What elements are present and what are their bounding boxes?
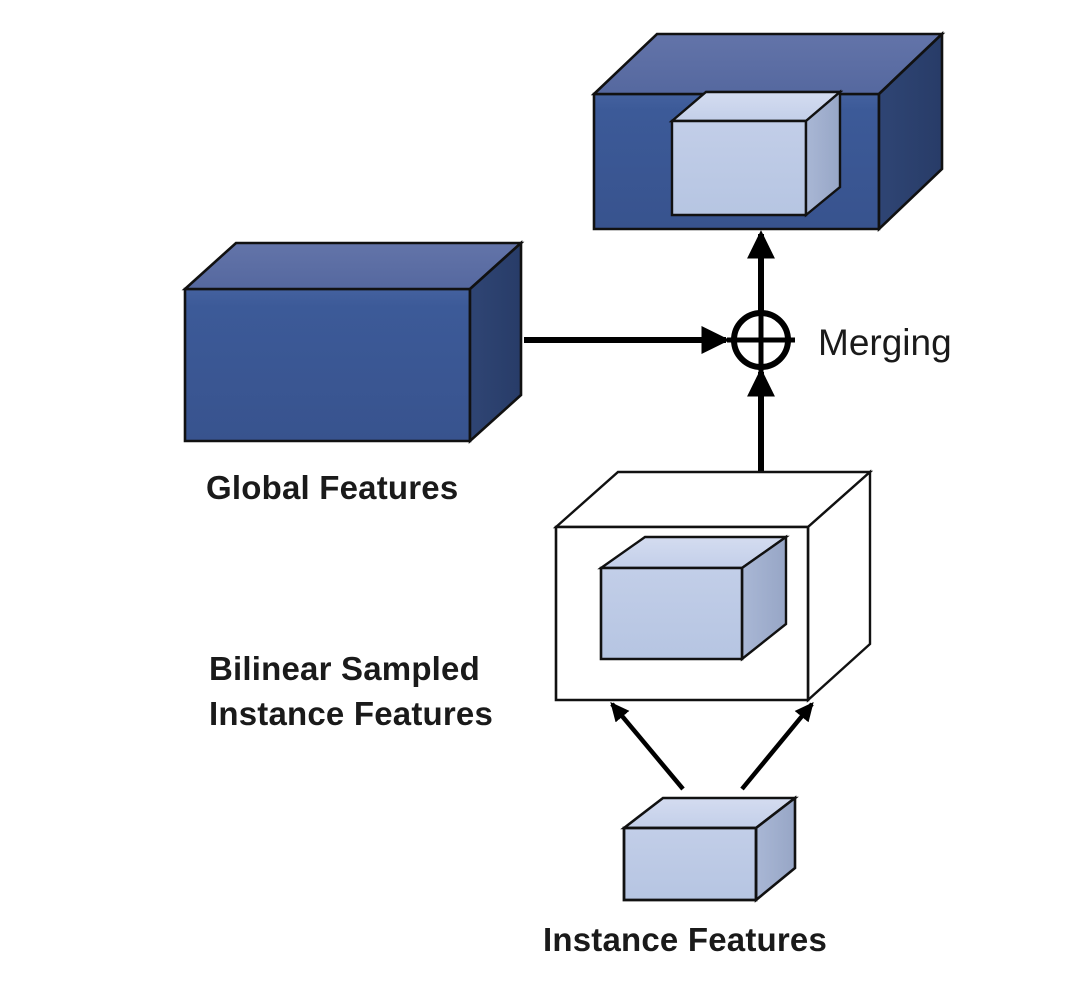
instance-features-box[interactable]: [620, 795, 799, 903]
bilinear-sampled-label-line1: Bilinear Sampled: [209, 650, 480, 687]
arrow-instance-to-bilinear-right: [740, 702, 814, 791]
inner-light-box-front-face: [670, 119, 808, 217]
global-box-right-face: [468, 240, 523, 444]
inner-light-box-right-face: [804, 89, 842, 218]
instance-features-label: Instance Features: [543, 921, 827, 958]
bilinear-inner-box-front-face: [599, 566, 744, 661]
merged-box-right-face: [877, 30, 944, 233]
global-features-label: Global Features: [206, 469, 458, 506]
bilinear-sampled-box[interactable]: [552, 469, 874, 703]
merged-features-box[interactable]: [590, 30, 946, 233]
instance-box-front-face: [622, 826, 758, 902]
global-box-top-face: [181, 241, 525, 291]
global-box-front-face: [183, 287, 472, 443]
arrow-instance-to-bilinear-left: [610, 702, 685, 791]
global-features-box[interactable]: [181, 240, 525, 444]
bilinear-sampled-label-line2: Instance Features: [209, 695, 493, 732]
merging-label: Merging: [818, 322, 952, 363]
merging-operator[interactable]: [727, 306, 795, 374]
